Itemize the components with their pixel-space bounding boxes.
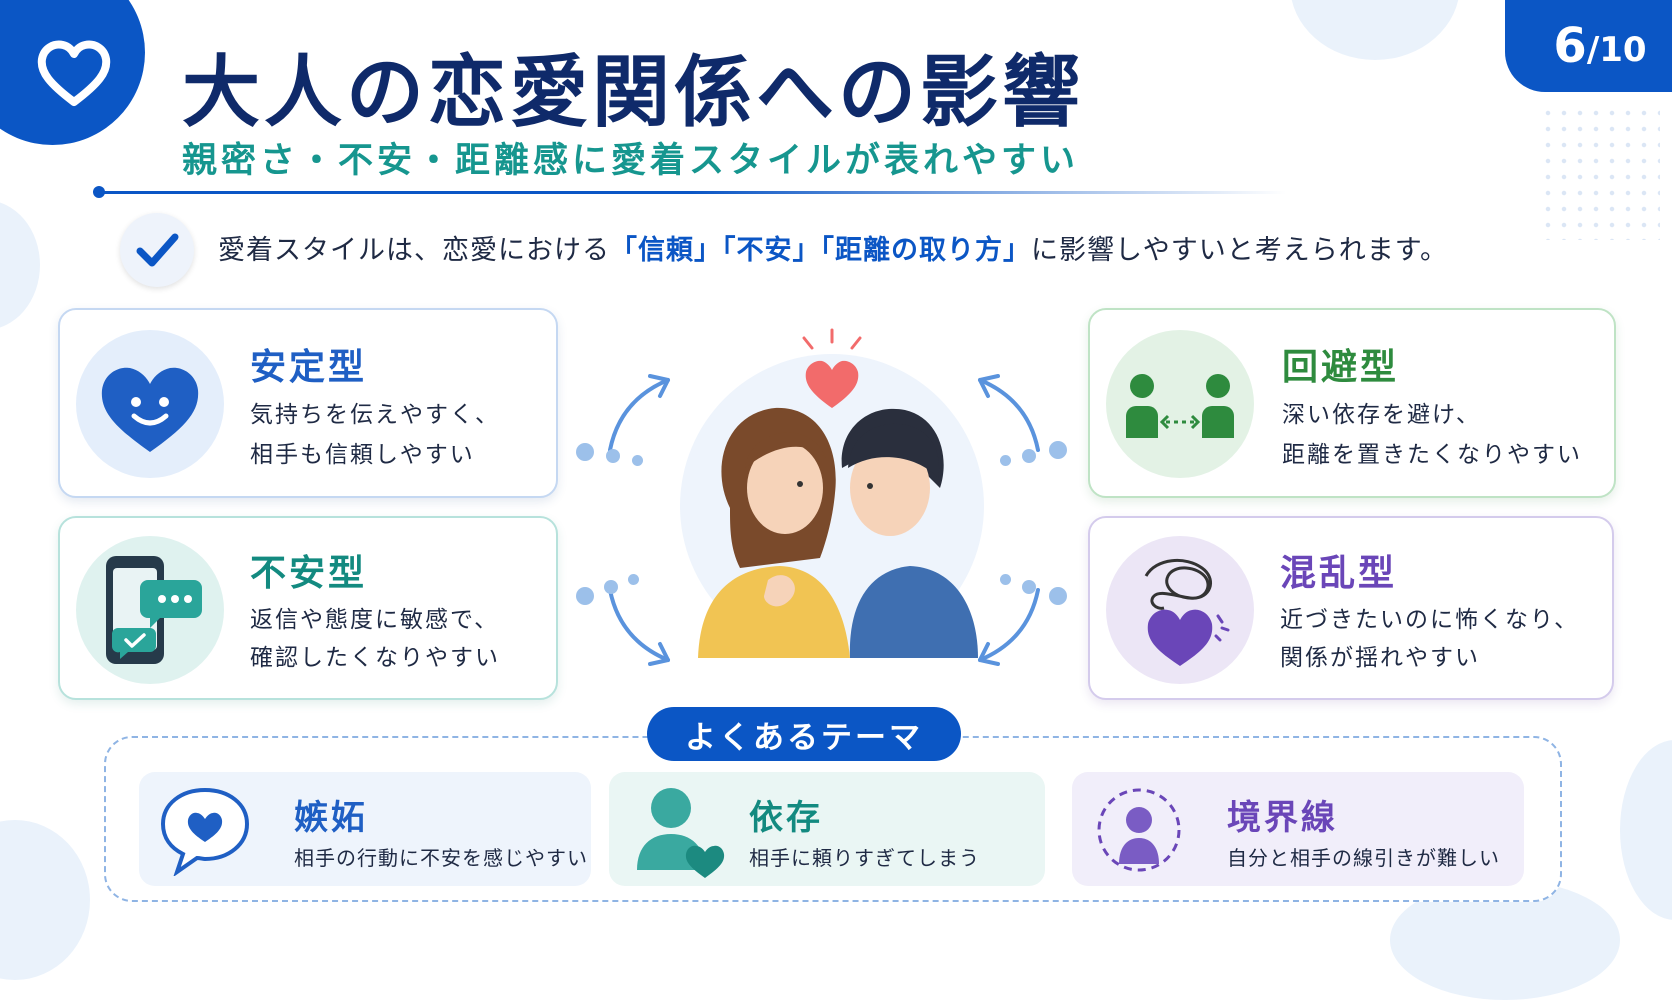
intro-highlight-distance: 「距離の取り方」: [820, 235, 1031, 266]
smiling-heart-icon: [101, 367, 199, 452]
style-title: 混乱型: [1280, 553, 1398, 594]
arrow-down-left-icon: [978, 588, 1040, 666]
themes-label: よくあるテーマ: [647, 707, 961, 761]
style-desc-line1: 深い依存を避け、: [1282, 402, 1481, 428]
page-current: 6: [1553, 18, 1587, 74]
secure-icon-bg: [76, 330, 224, 478]
decorative-blob: [0, 200, 40, 330]
intro-highlight-trust: 「信頼」: [610, 235, 722, 266]
disorganized-icon-bg: [1106, 536, 1254, 684]
page-title: 大人の恋愛関係への影響: [182, 48, 1085, 138]
title-divider-dot: [93, 186, 105, 198]
title-divider: [96, 191, 1286, 194]
page-total: /10: [1586, 30, 1647, 70]
style-card-avoidant: 回避型 深い依存を避け、 距離を置きたくなりやすい: [1088, 308, 1616, 498]
style-desc-line2: 関係が揺れやすい: [1280, 645, 1480, 671]
style-card-secure: 安定型 気持ちを伝えやすく、 相手も信頼しやすい: [58, 308, 558, 498]
intro-text: 愛着スタイルは、恋愛における「信頼」「不安」「距離の取り方」に影響しやすいと考え…: [218, 228, 1448, 267]
decorative-dot: [632, 455, 643, 466]
check-badge: [120, 213, 194, 287]
style-title: 回避型: [1282, 347, 1400, 388]
decorative-blob: [0, 820, 90, 980]
phone-message-icon: [106, 556, 202, 664]
theme-title: 依存: [749, 798, 823, 838]
couple-illustration: [680, 328, 984, 658]
decorative-dot: [628, 574, 639, 585]
theme-card-boundary: 境界線 自分と相手の線引きが難しい: [1072, 772, 1524, 886]
decorative-dot: [1022, 449, 1036, 463]
style-card-anxious: 不安型 返信や態度に敏感で、 確認したくなりやすい: [58, 516, 558, 700]
decorative-dot: [576, 587, 594, 605]
decorative-dot: [604, 580, 618, 594]
intro-suffix: に影響しやすいと考えられます。: [1031, 235, 1449, 266]
tangled-heart-icon: [1144, 558, 1230, 666]
page-indicator: 6 /10: [1505, 0, 1672, 92]
check-icon: [136, 233, 179, 267]
decorative-dot: [1022, 580, 1036, 594]
intro-highlight-anxiety: 「不安」: [722, 235, 821, 266]
theme-title: 嫉妬: [294, 798, 368, 838]
decorative-dot: [1049, 587, 1067, 605]
style-desc-line2: 確認したくなりやすい: [250, 645, 500, 671]
style-desc-line2: 相手も信頼しやすい: [250, 442, 475, 468]
decorative-blob: [1620, 740, 1672, 920]
style-desc-line2: 距離を置きたくなりやすい: [1282, 442, 1582, 468]
style-card-disorganized: 混乱型 近づきたいのに怖くなり、 関係が揺れやすい: [1088, 516, 1614, 700]
theme-title: 境界線: [1227, 798, 1338, 838]
intro-prefix: 愛着スタイルは、恋愛における: [218, 235, 610, 266]
anxious-icon-bg: [76, 536, 224, 684]
heart-icon: [37, 40, 111, 106]
speech-heart-icon: [160, 787, 250, 876]
avoidant-icon-bg: [1106, 330, 1254, 478]
decorative-dot: [1049, 441, 1067, 459]
decorative-dot: [576, 443, 594, 461]
theme-desc: 自分と相手の線引きが難しい: [1227, 846, 1500, 870]
theme-card-dependence: 依存 相手に頼りすぎてしまう: [609, 772, 1045, 886]
decorative-dot: [1000, 574, 1011, 585]
people-distance-icon: [1126, 374, 1234, 438]
style-desc-line1: 返信や態度に敏感で、: [250, 607, 500, 633]
style-desc-line1: 気持ちを伝えやすく、: [250, 402, 500, 428]
arrow-up-left-icon: [978, 374, 1040, 452]
decorative-dot: [1000, 455, 1011, 466]
arrow-down-right-icon: [608, 588, 670, 666]
style-desc-line1: 近づきたいのに怖くなり、: [1280, 607, 1580, 633]
person-heart-icon: [637, 788, 725, 878]
theme-card-jealousy: 嫉妬 相手の行動に不安を感じやすい: [139, 772, 591, 886]
arrow-up-right-icon: [608, 374, 670, 452]
person-boundary-icon: [1097, 788, 1181, 872]
decorative-dot-grid: [1540, 105, 1660, 240]
style-title: 安定型: [250, 347, 368, 388]
decorative-blob: [1290, 0, 1460, 60]
style-title: 不安型: [250, 553, 368, 594]
page-subtitle: 親密さ・不安・距離感に愛着スタイルが表れやすい: [182, 141, 1080, 181]
theme-desc: 相手の行動に不安を感じやすい: [294, 846, 588, 870]
theme-desc: 相手に頼りすぎてしまう: [749, 846, 980, 870]
decorative-dot: [606, 449, 620, 463]
